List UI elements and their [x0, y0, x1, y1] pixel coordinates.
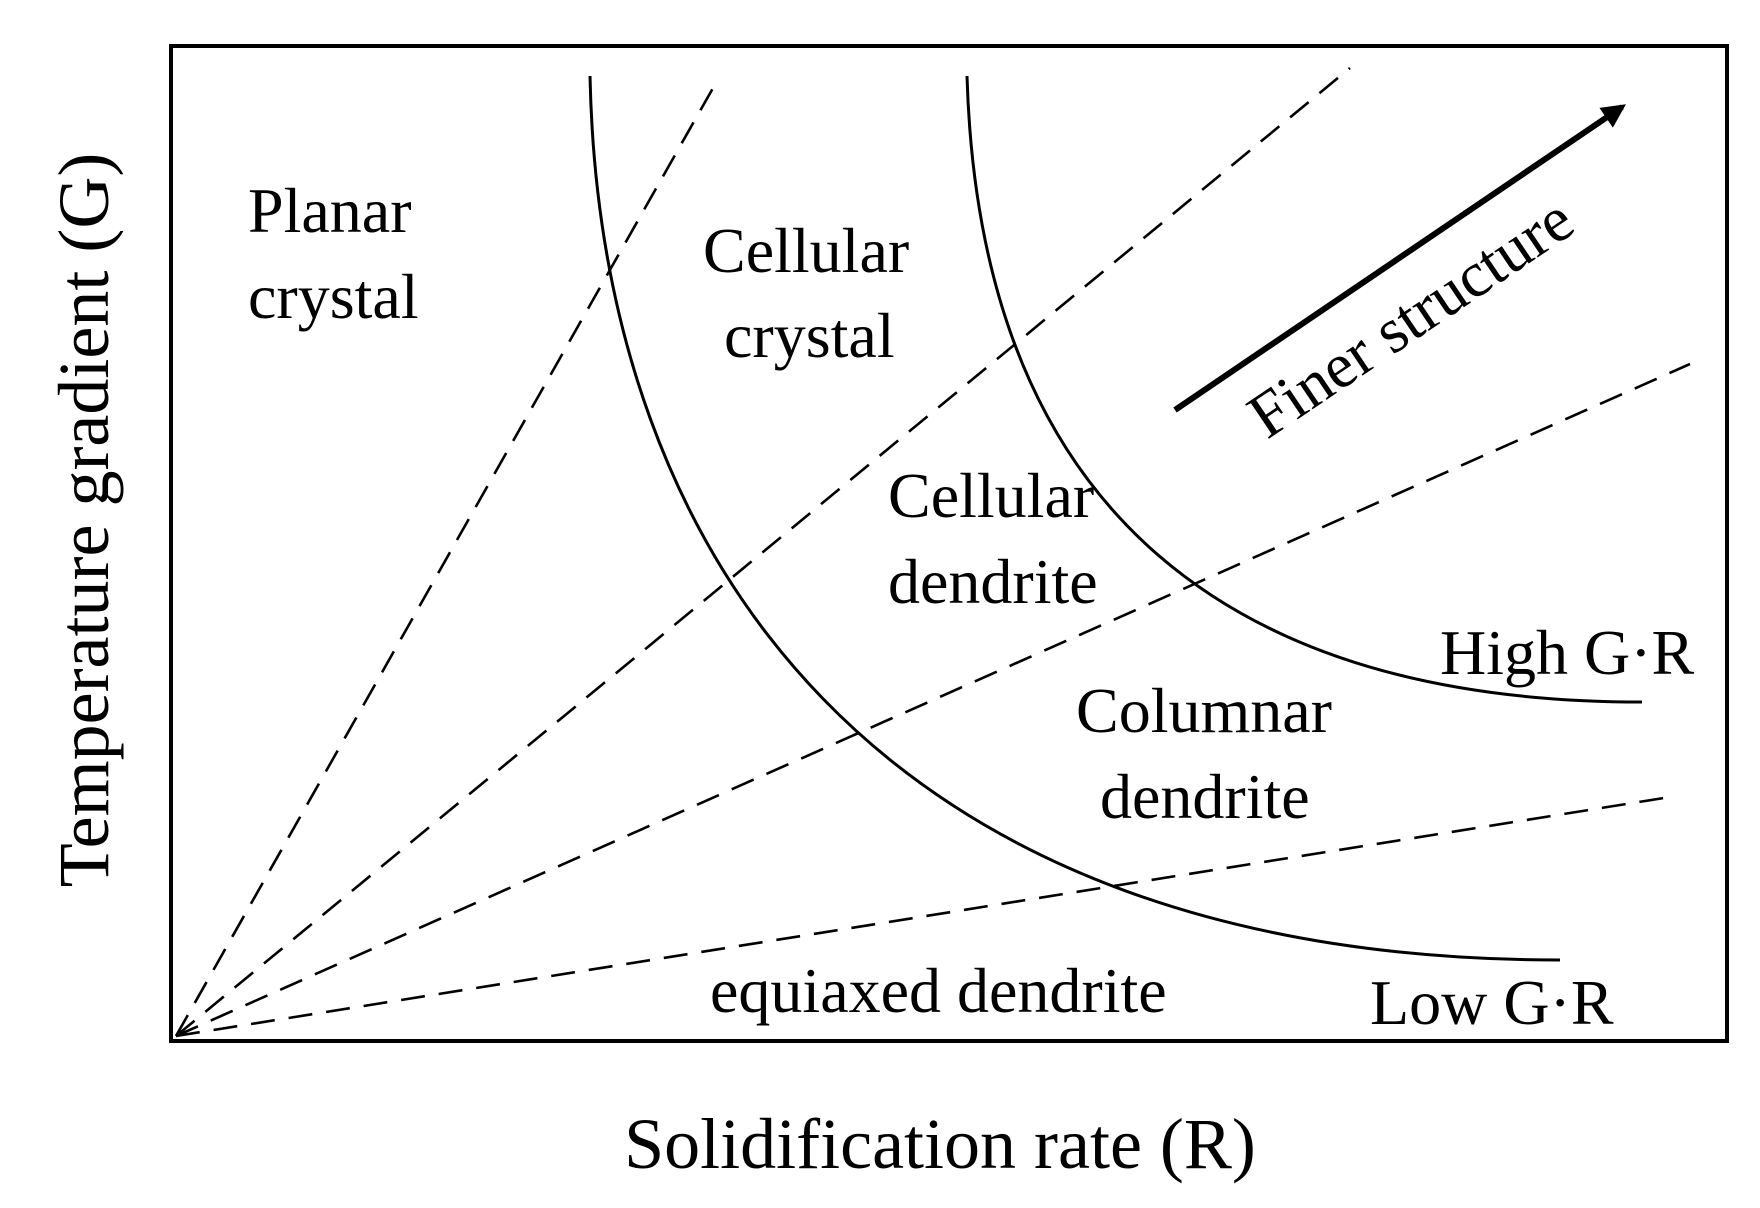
dashed-line-1 [174, 87, 715, 1037]
dashed-line-3 [175, 362, 1691, 1038]
finer-structure-label: Finer structure [1235, 183, 1586, 452]
x-axis-label: Solidification rate (R) [624, 1104, 1256, 1184]
columnar-dendrite-label: Columnar dendrite [1076, 675, 1348, 832]
equiaxed-dendrite-label: equiaxed dendrite [710, 955, 1167, 1026]
dashed-line-4 [175, 795, 1671, 1038]
low-gr-curve [588, 75, 1561, 962]
high-gr-curve [965, 75, 1643, 704]
finer-structure-arrow [1173, 104, 1626, 413]
plot-frame [169, 44, 1729, 1043]
gr-ratio-lines [174, 66, 1691, 1038]
dashed-line-2 [175, 66, 1351, 1038]
high-gr-label: High G·R [1440, 617, 1695, 688]
y-axis-label: Temperature gradient (G) [44, 153, 124, 888]
cellular-dendrite-label: Cellular dendrite [888, 460, 1110, 617]
low-gr-label: Low G·R [1370, 967, 1614, 1038]
cellular-crystal-label: Cellular crystal [703, 215, 925, 371]
planar-crystal-label: Planar crystal [248, 175, 428, 332]
